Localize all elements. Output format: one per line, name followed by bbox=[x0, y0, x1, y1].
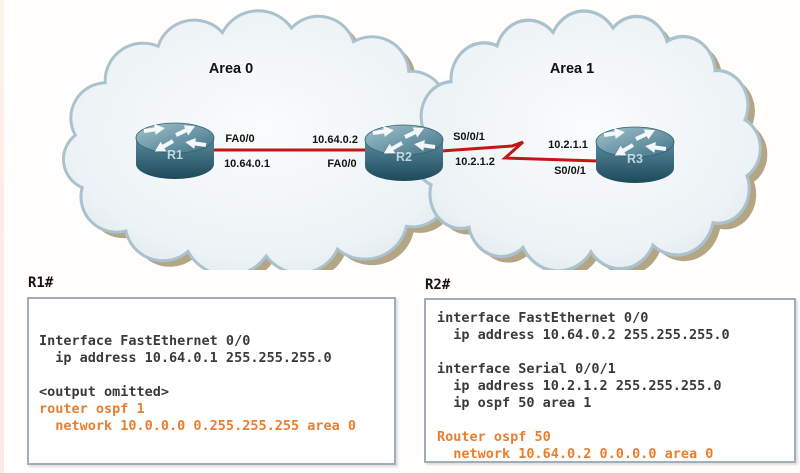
area1-label: Area 1 bbox=[550, 61, 594, 77]
router-r3-label: R3 bbox=[627, 152, 643, 166]
r2-serial-interface-label: S0/0/1 bbox=[453, 131, 485, 143]
config-line: interface FastEthernet 0/0 bbox=[437, 310, 649, 326]
network-diagram: Area 0 Area 1 FA0/0 10.64.0.1 10.64.0.2 … bbox=[61, 9, 768, 270]
r2-fa-interface-label: FA0/0 bbox=[327, 158, 356, 170]
router-r2-label: R2 bbox=[396, 150, 412, 164]
config-line: interface Serial 0/0/1 bbox=[437, 361, 616, 377]
router-r3: R3 bbox=[596, 125, 674, 183]
r1-hostname-prompt: R1# bbox=[28, 275, 54, 291]
config-line: <output omitted> bbox=[39, 384, 170, 400]
r1-config-box: Interface FastEthernet 0/0 ip address 10… bbox=[27, 297, 396, 465]
config-line bbox=[437, 412, 794, 429]
router-r2: R2 bbox=[365, 123, 443, 181]
r2-fa-ip-label: 10.64.0.2 bbox=[312, 134, 358, 146]
config-line-highlighted: Router ospf 50 bbox=[437, 429, 551, 445]
r2-serial-ip-label: 10.2.1.2 bbox=[455, 156, 495, 168]
config-line bbox=[437, 344, 794, 361]
config-line: ip address 10.64.0.1 255.255.255.0 bbox=[39, 350, 332, 366]
router-r1: R1 bbox=[136, 121, 214, 179]
config-line: ip address 10.2.1.2 255.255.255.0 bbox=[437, 378, 722, 394]
config-line: Interface FastEthernet 0/0 bbox=[39, 333, 251, 349]
config-line-highlighted: network 10.0.0.0 0.255.255.255 area 0 bbox=[39, 418, 356, 434]
config-line: ip ospf 50 area 1 bbox=[437, 395, 592, 411]
r3-ip-label: 10.2.1.1 bbox=[548, 139, 588, 151]
r1-ip-label: 10.64.0.1 bbox=[224, 158, 270, 170]
r2-config-box: interface FastEthernet 0/0 ip address 10… bbox=[424, 298, 796, 463]
router-r1-label: R1 bbox=[167, 148, 183, 162]
r2-hostname-prompt: R2# bbox=[425, 277, 451, 293]
r3-serial-interface-label: S0/0/1 bbox=[554, 165, 586, 177]
area0-label: Area 0 bbox=[209, 61, 253, 77]
config-line-highlighted: router ospf 1 bbox=[39, 401, 145, 417]
config-line bbox=[39, 367, 394, 384]
r1-interface-label: FA0/0 bbox=[225, 133, 254, 145]
config-line-highlighted: network 10.64.0.2 0.0.0.0 area 0 bbox=[437, 446, 714, 462]
serial-link-r2-r3 bbox=[440, 140, 599, 163]
config-line: ip address 10.64.0.2 255.255.255.0 bbox=[437, 327, 730, 343]
page-left-margin-strip bbox=[0, 0, 4, 473]
